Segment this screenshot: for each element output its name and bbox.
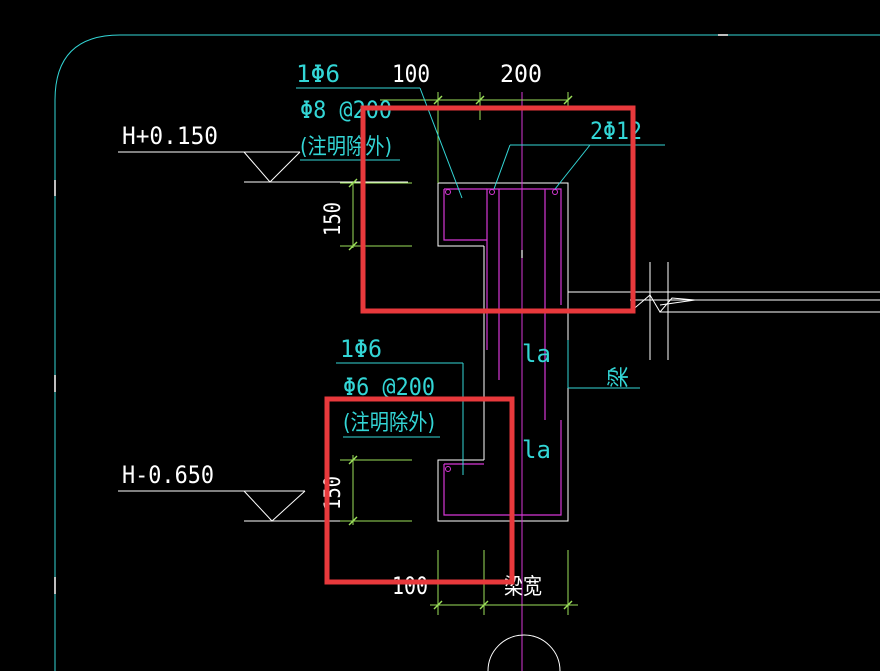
- lower-elevation-label: H-0.650: [122, 461, 214, 489]
- upper-dim-left-width: 100: [392, 60, 430, 88]
- lower-rebar-dot: [445, 466, 451, 472]
- lower-rebar: [443, 420, 562, 516]
- label-leaders: [296, 87, 665, 475]
- anchorage-lower-label: la: [522, 436, 551, 464]
- beam-label: 梁: [607, 366, 632, 388]
- upper-rebar: [443, 188, 562, 420]
- lower-dim-left-width: 100: [392, 572, 428, 600]
- slab-outline: [54, 34, 880, 671]
- upper-dim-right-width: 200: [500, 60, 542, 88]
- anchorage-upper-label: la: [522, 340, 551, 368]
- upper-elevation-label: H+0.150: [122, 122, 218, 150]
- bottom-circle-marker: [487, 634, 561, 671]
- dimension-ticks: [348, 95, 573, 610]
- lower-stirrup-small-label: 1Φ6: [340, 335, 382, 363]
- highlight-box-lower: [324, 396, 515, 585]
- lower-note: (注明除外): [343, 411, 435, 436]
- upper-stirrup-small-label: 1Φ6: [296, 60, 340, 88]
- lower-stirrup-main-label: Φ6 @200: [343, 373, 435, 401]
- outline-dash-marks: [54, 34, 728, 594]
- elevation-marker-upper: [118, 151, 408, 183]
- upper-rebar-dots: [445, 189, 558, 195]
- highlight-box-upper: [360, 105, 636, 314]
- lower-section-concrete: [437, 300, 569, 522]
- upper-dim-height: 150: [321, 202, 346, 236]
- beam-leader: [567, 340, 640, 389]
- upper-note: (注明除外): [300, 135, 392, 160]
- upper-section-concrete: [437, 182, 569, 300]
